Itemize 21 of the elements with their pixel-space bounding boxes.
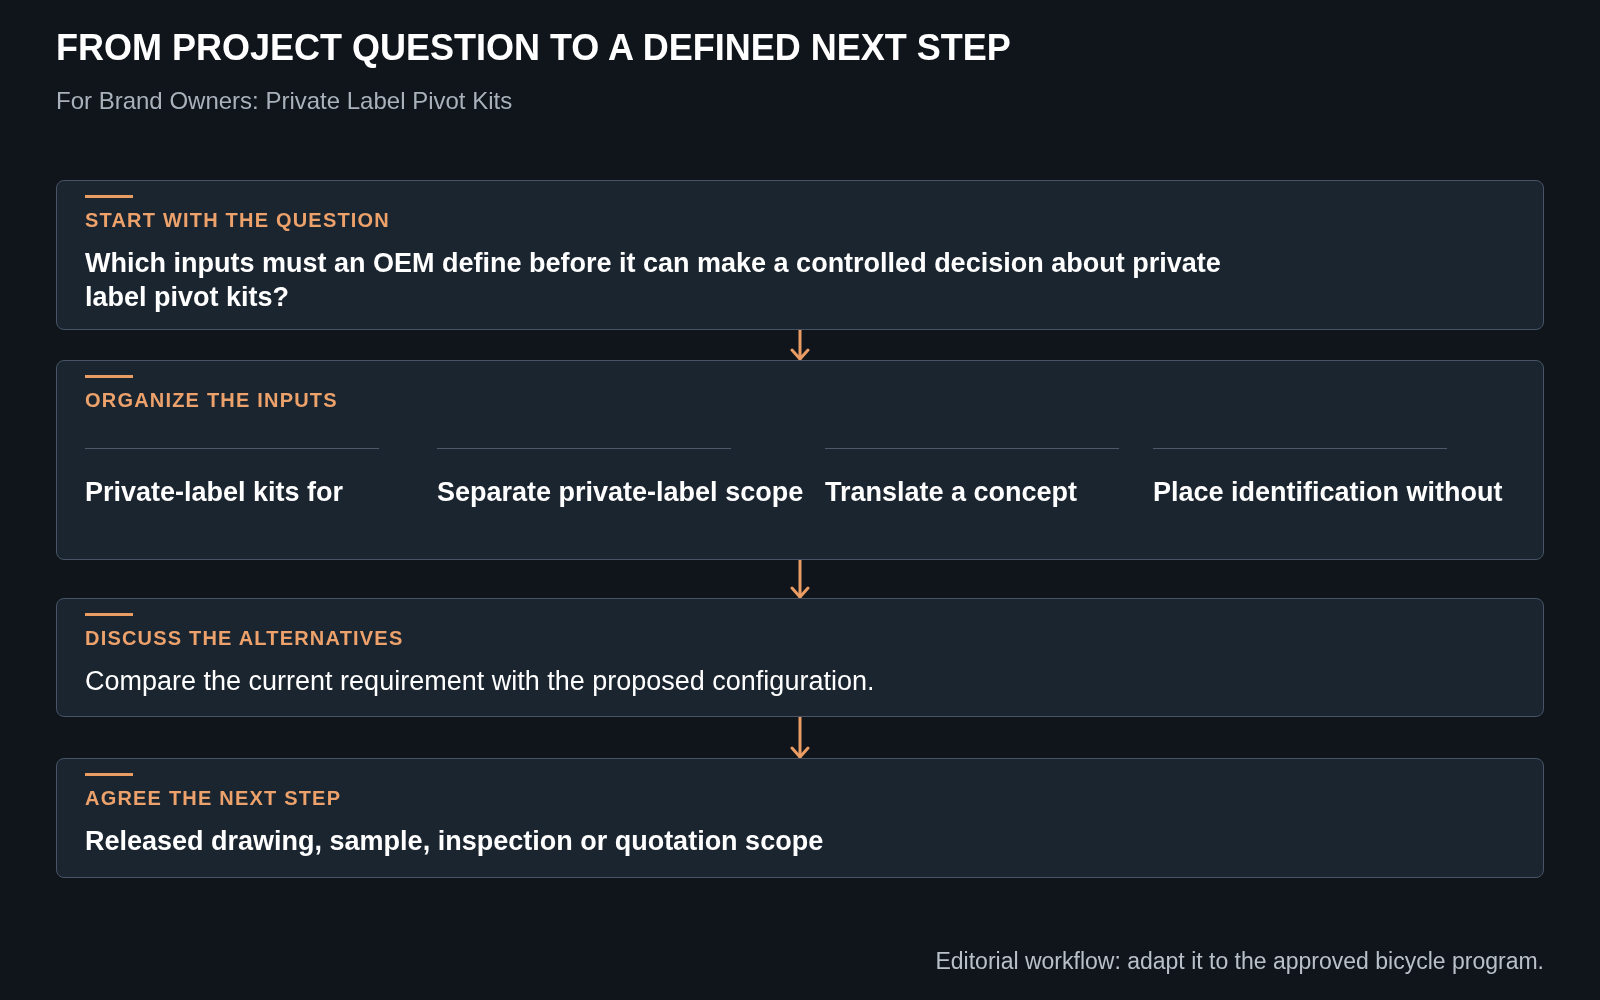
- step-heading: AGREE THE NEXT STEP: [85, 786, 342, 810]
- title: FROM PROJECT QUESTION TO A DEFINED NEXT STEP: [56, 26, 1011, 70]
- step-heading: DISCUSS THE ALTERNATIVES: [85, 626, 404, 650]
- input-item: Place identification without: [1153, 476, 1503, 509]
- step-card: [56, 598, 1544, 717]
- step-text: Compare the current requirement with the proposed configuration.: [85, 665, 876, 698]
- step-text: Released drawing, sample, inspection or quotation scope: [85, 825, 825, 858]
- footer-note: Editorial workflow: adapt it to the approved bicycle program.: [935, 947, 1544, 976]
- arrow: [790, 715, 810, 759]
- arrow: [790, 328, 810, 361]
- step-card: [56, 180, 1544, 330]
- input-item: Private-label kits for: [85, 476, 344, 509]
- input-item: Separate private-label scope: [437, 476, 804, 509]
- step-text: Which inputs must an OEM define before it can make a controlled decision about private label pivot kits?: [85, 247, 1222, 314]
- arrow: [790, 558, 810, 599]
- step-card: [56, 758, 1544, 878]
- step-card: [56, 360, 1544, 560]
- subtitle: For Brand Owners: Private Label Pivot Kits: [56, 86, 513, 116]
- input-item: Translate a concept: [825, 476, 1078, 509]
- step-heading: ORGANIZE THE INPUTS: [85, 388, 338, 412]
- step-heading: START WITH THE QUESTION: [85, 208, 390, 232]
